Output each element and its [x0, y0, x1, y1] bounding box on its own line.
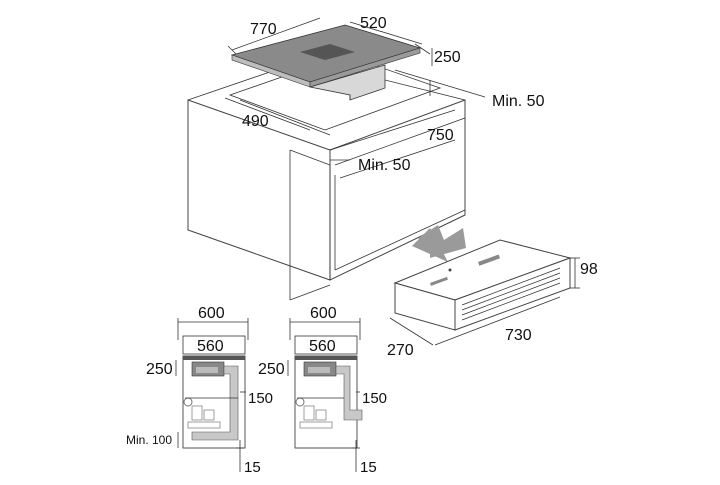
main-cabinet: [187, 59, 466, 301]
motor-width-label: 730: [505, 327, 532, 344]
right-cabinet-width-label: 600: [310, 305, 337, 322]
motor-unit: [393, 239, 572, 331]
right-hob-height-label: 250: [258, 361, 285, 378]
left-inner-width-label: 560: [197, 338, 224, 355]
hob-height-label: 250: [434, 49, 461, 66]
right-duct-label: 150: [362, 390, 387, 407]
left-bottom-offset-label: 15: [244, 459, 261, 476]
left-duct-label: 150: [248, 390, 273, 407]
left-hob-height-label: 250: [146, 361, 173, 378]
hob-unit: [230, 24, 422, 101]
right-inner-width-label: 560: [309, 338, 336, 355]
direction-arrow: [412, 225, 466, 262]
hob-glass-panel: [300, 44, 355, 60]
downdraft-body: [309, 64, 386, 101]
hob-dimension-lines: [227, 17, 433, 66]
section-right: [287, 318, 363, 472]
motor-dimension-lines: [389, 257, 580, 346]
cutout-depth-label: 490: [242, 113, 269, 130]
motor-height-label: 98: [580, 261, 598, 278]
cutout-width-label: 750: [427, 127, 454, 144]
section-left: [175, 318, 249, 472]
right-bottom-offset-label: 15: [360, 459, 377, 476]
cutout-dimension-lines: [224, 69, 486, 161]
left-floor-clearance-label: Min. 100: [126, 433, 172, 447]
left-cabinet-width-label: 600: [198, 305, 225, 322]
motor-depth-label: 270: [387, 342, 414, 359]
hob-depth-label: 520: [360, 15, 387, 32]
clearance-front-label: Min. 50: [358, 157, 411, 174]
hob-edge-right: [309, 47, 421, 88]
clearance-right-label: Min. 50: [492, 93, 545, 110]
hob-width-label: 770: [250, 21, 277, 38]
